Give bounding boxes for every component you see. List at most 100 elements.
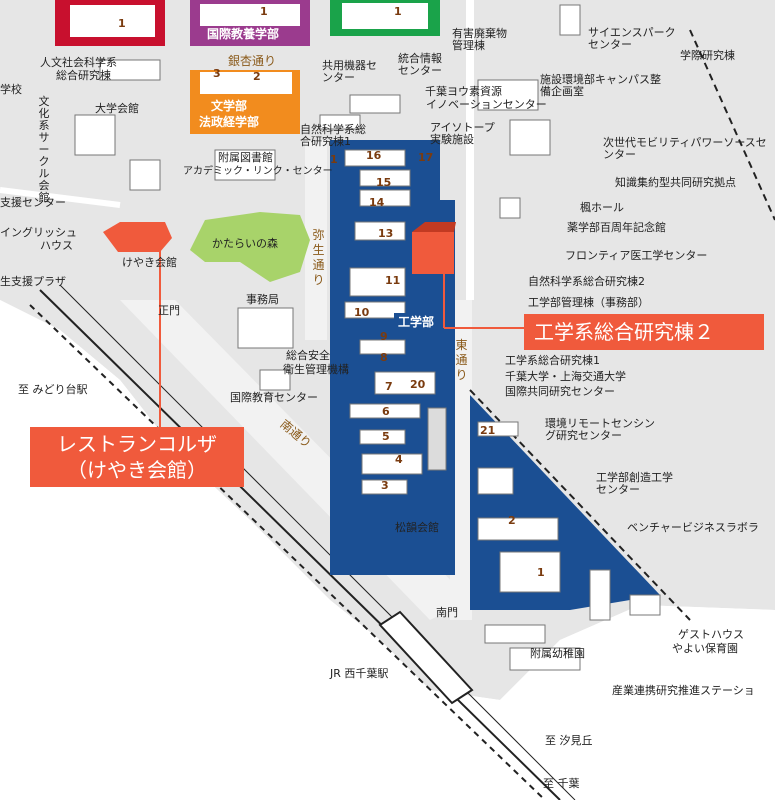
faculty-law-econ-label: 法政経学部: [196, 114, 263, 130]
outside-bottom: [0, 300, 775, 800]
label-humanities-2: 総合研究棟: [56, 69, 111, 82]
restaurant-building: [103, 222, 172, 252]
label-support-center: 支援センター: [0, 196, 66, 209]
label-creative: 工学部創造工学センター: [596, 471, 673, 496]
label-intl-research: 学際研究棟: [680, 49, 735, 62]
gate-main: 正門: [158, 304, 180, 317]
bldg-num-1: 1: [537, 566, 545, 579]
label-circle: 文化系サークル会館: [38, 95, 50, 204]
gate-south: 南門: [436, 606, 458, 619]
bldg-num-21: 21: [480, 424, 496, 437]
label-eng-bldg1: 工学系総合研究棟1: [505, 354, 600, 367]
station-jr: JR 西千葉駅: [330, 667, 389, 680]
bldg-num-15: 15: [376, 176, 392, 189]
label-yayoi-nursery: やよい保育園: [672, 642, 738, 655]
bldg-num-17: 17: [418, 151, 434, 164]
station-midoridai: 至 みどり台駅: [18, 383, 88, 396]
road-ginkgo: 銀杏通り: [228, 54, 277, 68]
label-knowledge: 知識集約型共同研究拠点: [615, 176, 736, 189]
callout-restaurant-line2: （けやき会館）: [67, 458, 207, 482]
bldg-num-6: 6: [382, 405, 390, 418]
label-science-park: サイエンスパークセンター: [588, 26, 676, 51]
label-support-plaza: 生支援プラザ: [0, 275, 66, 288]
label-daigaku-kaikan: 大学会館: [95, 102, 139, 115]
label-waste: 有害廃棄物管理棟: [452, 27, 507, 52]
label-natsci2: 自然科学系総合研究棟2: [528, 275, 645, 288]
label-academic-link: アカデミック・リンク・センター: [183, 166, 333, 177]
callout-eng-bldg2[interactable]: 工学系総合研究棟２: [524, 314, 764, 350]
railway-line-3: [59, 284, 576, 800]
yayoi-road: [305, 140, 327, 340]
label-natsci: 自然科学系総合研究棟1: [300, 123, 366, 148]
bldg-num-top1b: 1: [260, 5, 268, 18]
label-kaede: 楓ホール: [580, 201, 624, 214]
label-pharm: 薬学部百周年記念館: [567, 221, 666, 234]
label-industry: 産業連携研究推進ステーショ: [612, 684, 755, 697]
railway-line-1: [39, 289, 561, 800]
label-sjtu-2: 国際共同研究センター: [505, 385, 615, 398]
bldg-num-nat1: 1: [330, 153, 338, 166]
label-venture: ベンチャービジネスラボラ: [627, 521, 759, 534]
station-chiba: 至 千葉: [543, 777, 580, 790]
label-yotsuba: 千葉ヨウ素資源: [425, 85, 502, 98]
engineering-buildings: [344, 149, 561, 593]
label-next-gen: 次世代モビリティパワーソースセンター: [603, 136, 767, 161]
faculty-letters-label: 文学部: [208, 98, 251, 114]
label-shoin: 松韻会館: [395, 521, 439, 534]
label-kindergarten: 附属幼稚園: [530, 647, 585, 660]
bldg-num-14: 14: [369, 196, 385, 209]
label-remote-sensing: 環境リモートセンシング研究センター: [545, 417, 655, 442]
label-safety-1: 総合安全: [286, 349, 330, 362]
label-safety-2: 衛生管理機構: [283, 363, 349, 376]
bldg-num-4: 4: [395, 453, 403, 466]
label-general-equipment: 共用機器センター: [322, 59, 377, 84]
bldg-num-7: 7: [385, 380, 393, 393]
road-east: 東通り: [455, 338, 468, 382]
label-keyaki: けやき会館: [122, 256, 177, 269]
callout-restaurant-line1: レストランコルザ: [57, 432, 217, 456]
station-platform: [378, 610, 474, 705]
label-edu-center: 国際教育センター: [230, 391, 318, 404]
label-gakko: 学校: [0, 83, 22, 96]
label-innovation: イノベーションセンター: [426, 98, 547, 111]
bldg-num-10: 10: [354, 306, 370, 319]
label-forest: かたらいの森: [212, 237, 278, 250]
road-yayoi: 弥生通り: [312, 228, 325, 287]
bldg-num-3: 3: [381, 479, 389, 492]
label-eng-admin: 工学部管理棟（事務部）: [528, 296, 649, 309]
label-frontier: フロンティア医工学センター: [565, 249, 708, 262]
other-buildings: [74, 4, 661, 671]
label-isotope: アイソトープ実験施設: [430, 121, 495, 146]
bldg-num-13: 13: [378, 227, 394, 240]
bldg-num-11: 11: [385, 274, 401, 287]
bldg-num-2: 2: [508, 514, 516, 527]
label-guesthouse: ゲストハウス: [678, 628, 744, 641]
bldg-num-l3: 3: [213, 67, 221, 80]
bldg-num-top1c: 1: [394, 5, 402, 18]
label-info-center: 統合情報センター: [398, 52, 442, 77]
boundary-dashed-2: [689, 29, 775, 221]
bldg-num-20: 20: [410, 378, 426, 391]
faculty-engineering-label: 工学部: [394, 313, 439, 330]
faculty-intl-label: 国際教養学部: [204, 26, 283, 42]
label-facilities: 施設環境部キャンパス整備企画室: [540, 73, 661, 98]
bldg-num-5: 5: [382, 430, 390, 443]
bldg-num-16: 16: [366, 149, 382, 162]
bldg-num-top1a: 1: [118, 17, 126, 30]
forest: [190, 212, 310, 282]
label-english-1: イングリッシュ: [0, 226, 77, 239]
bldg-num-9: 9: [380, 330, 388, 343]
station-shiomi: 至 汐見丘: [545, 734, 593, 747]
label-library: 附属図書館: [218, 151, 273, 164]
callout-restaurant[interactable]: レストランコルザ （けやき会館）: [30, 427, 244, 487]
label-humanities-1: 人文社会科学系: [40, 56, 117, 69]
label-admin: 事務局: [246, 293, 279, 306]
bldg-num-l2: 2: [253, 70, 261, 83]
eng-bldg2-building: [412, 232, 454, 274]
bldg-num-8: 8: [380, 351, 388, 364]
label-sjtu-1: 千葉大学・上海交通大学: [505, 370, 626, 383]
railway-line-2: [29, 304, 546, 800]
label-english-2: ハウス: [40, 239, 73, 252]
